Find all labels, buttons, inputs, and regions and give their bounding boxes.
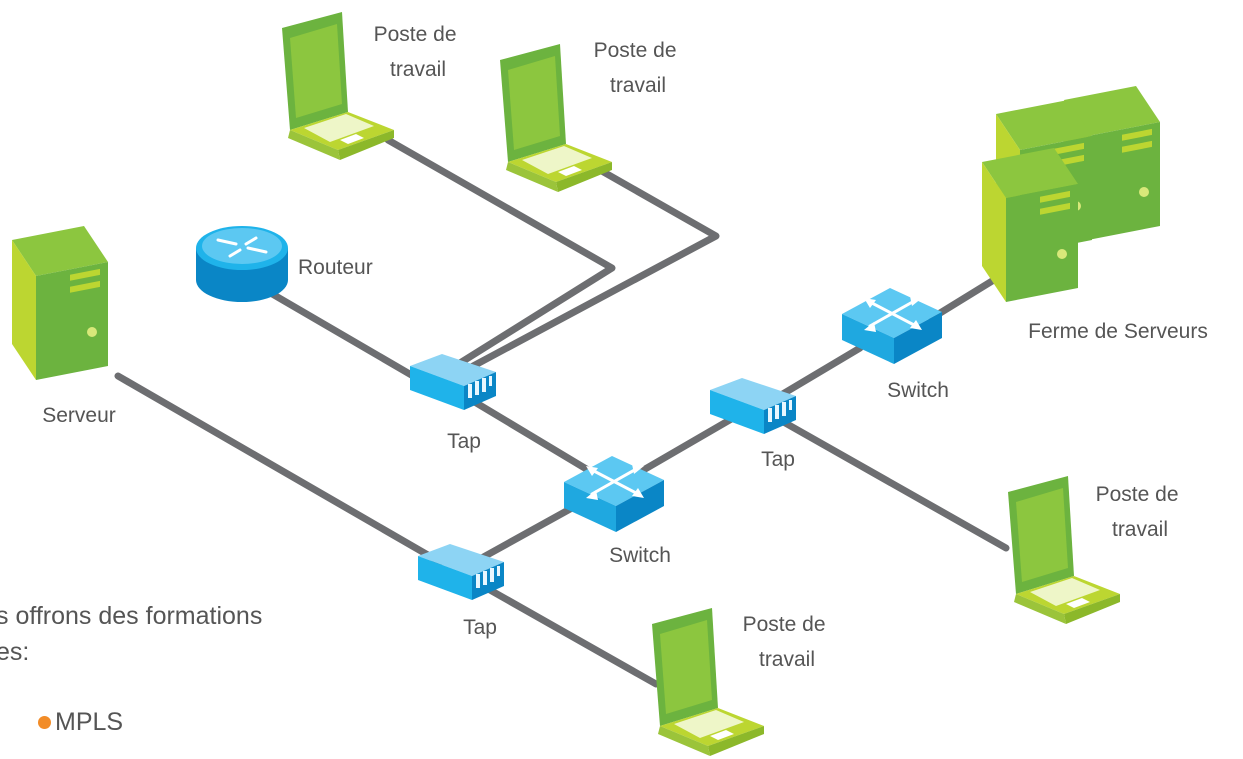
cable-workstation1-tap [384, 136, 616, 372]
workstation-top-left-label: Poste de travail [374, 23, 463, 81]
workstation-right-label: Poste de travail [1096, 483, 1185, 541]
bullet-dot-icon [38, 716, 51, 729]
switch-center-label: Switch [609, 544, 671, 567]
cable-server-tap [114, 372, 444, 566]
body-text-line-2: es: [0, 638, 30, 666]
cable-switch-tap-right [636, 410, 744, 476]
server-farm-label: Ferme de Serveurs [1028, 320, 1208, 343]
tap-right-label: Tap [761, 448, 795, 471]
workstation-bottom-label: Poste de travail [743, 613, 832, 671]
workstation-top-mid-label: Poste de travail [594, 39, 683, 97]
cable-workstation2-tap [458, 166, 720, 376]
tap-bottom-label: Tap [463, 616, 497, 639]
router-label: Routeur [298, 256, 373, 279]
server-label: Serveur [42, 404, 116, 427]
cable-tap-switch [454, 388, 592, 474]
cable-tap-workstation-right [776, 416, 1010, 552]
server-icon [12, 226, 108, 380]
workstation-top-mid-icon [500, 44, 612, 192]
bullet-item-label: MPLS [55, 708, 124, 736]
switch-right-label: Switch [887, 379, 949, 402]
tap-top-label: Tap [447, 430, 481, 453]
bullet-item: MPLS [38, 703, 123, 741]
cable-tap-switch-right [772, 344, 864, 402]
body-text-line-1: s offrons des formations [0, 602, 263, 630]
cable-router-tap [258, 284, 424, 384]
server-farm-icon [982, 86, 1160, 302]
router-icon [196, 226, 288, 302]
cable-tap-workstation-bottom [486, 586, 660, 688]
